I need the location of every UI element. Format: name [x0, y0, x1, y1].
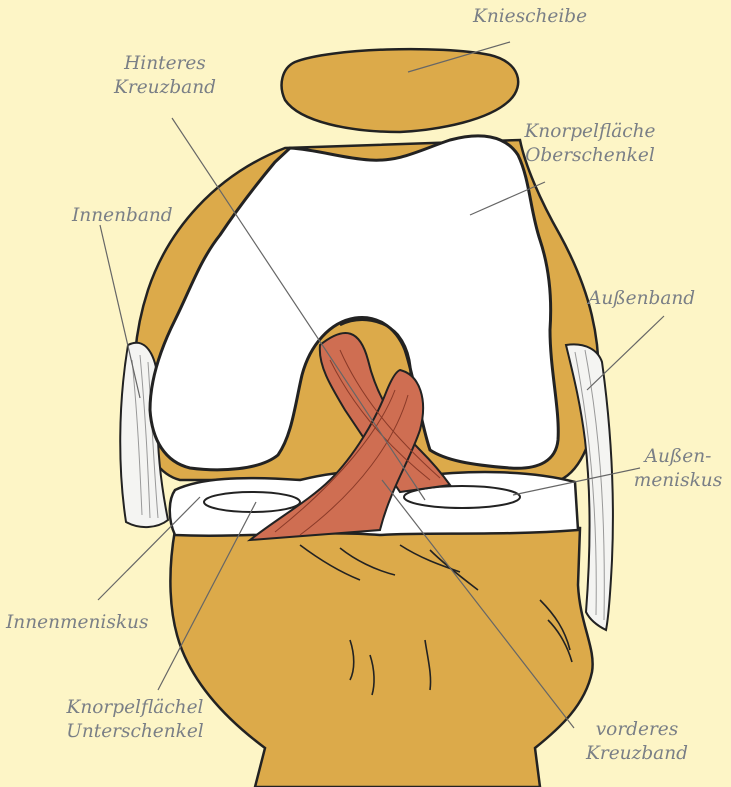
label-aussenband: Außenband	[588, 287, 695, 311]
label-innenmeniskus: Innenmeniskus	[6, 611, 148, 635]
label-knorpelflaeche-oberschenkel-line1: Knorpelfläche	[510, 120, 670, 144]
label-aussenmeniskus-line2: meniskus	[628, 469, 728, 493]
label-hinteres-kreuzband: Hinteres Kreuzband	[105, 52, 225, 100]
label-knorpelflaeche-oberschenkel: Knorpelfläche Oberschenkel	[510, 120, 670, 168]
patella	[282, 49, 519, 132]
label-aussenmeniskus: Außen- meniskus	[628, 445, 728, 493]
label-hinteres-kreuzband-line1: Hinteres	[105, 52, 225, 76]
label-innenband: Innenband	[72, 204, 173, 228]
tibia-bone	[170, 520, 592, 787]
label-knorpelflaechel-unterschenkel: Knorpelflächel Unterschenkel	[50, 696, 220, 744]
label-vorderes-kreuzband-line1: vorderes	[572, 718, 702, 742]
label-knorpelflaechel-unterschenkel-line1: Knorpelflächel	[50, 696, 220, 720]
label-vorderes-kreuzband-line2: Kreuzband	[572, 742, 702, 766]
label-knorpelflaechel-unterschenkel-line2: Unterschenkel	[50, 720, 220, 744]
label-aussenmeniskus-line1: Außen-	[628, 445, 728, 469]
label-kniescheibe: Kniescheibe	[473, 5, 587, 29]
label-hinteres-kreuzband-line2: Kreuzband	[105, 76, 225, 100]
label-vorderes-kreuzband: vorderes Kreuzband	[572, 718, 702, 766]
label-knorpelflaeche-oberschenkel-line2: Oberschenkel	[510, 144, 670, 168]
